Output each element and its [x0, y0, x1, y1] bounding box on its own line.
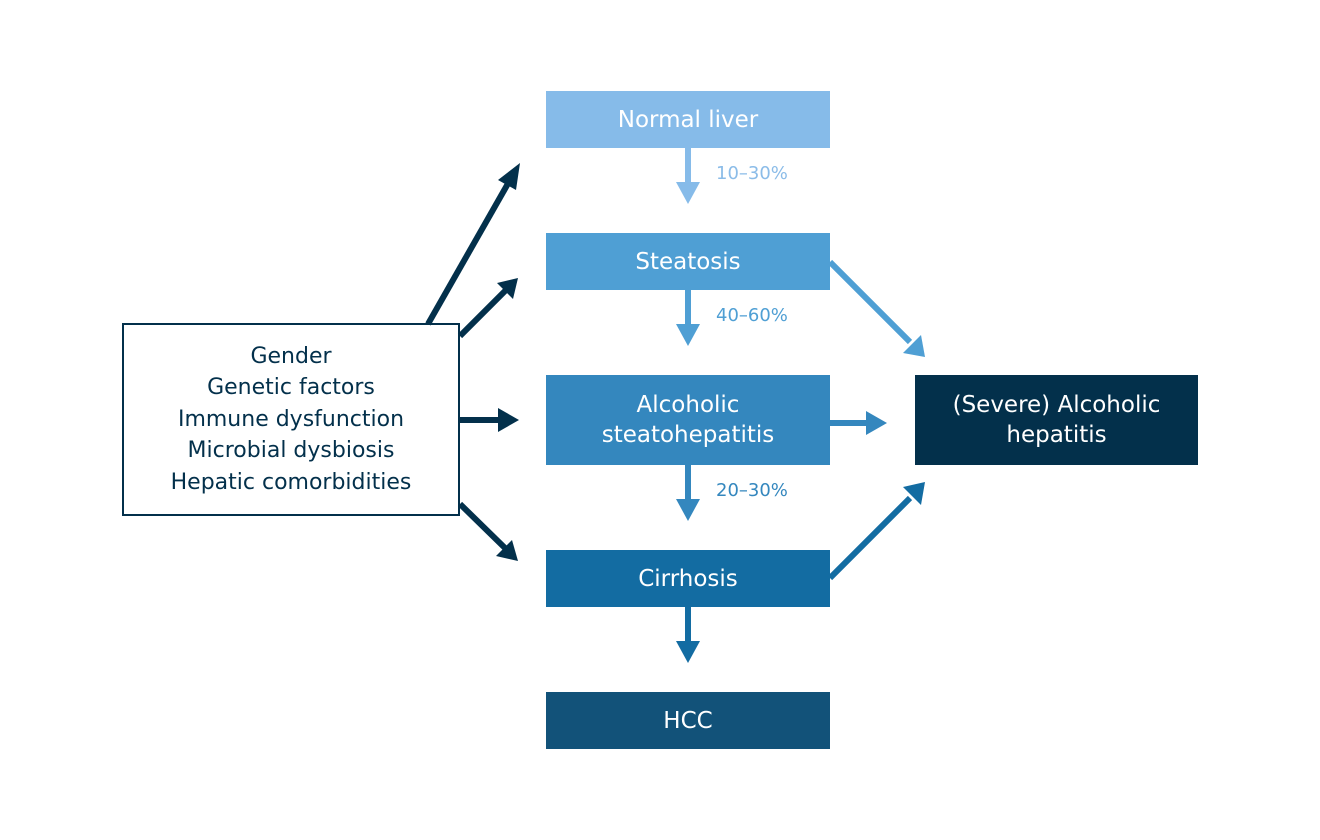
- arrow-factors-to-steatosis: [457, 278, 518, 339]
- stage-hcc: HCC: [546, 692, 830, 749]
- factor-item: Gender: [250, 343, 332, 369]
- severe-label-line1: (Severe) Alcoholic: [952, 392, 1161, 418]
- stage-normal-liver-label: Normal liver: [617, 106, 759, 133]
- stage-cirrhosis: Cirrhosis: [546, 550, 830, 607]
- transition-pct-ash-cirrhosis: 20–30%: [716, 480, 788, 501]
- severe-label-line2: hepatitis: [1006, 422, 1107, 448]
- factor-item: Immune dysfunction: [177, 406, 405, 432]
- arrow-normal-to-steatosis: [676, 148, 700, 204]
- arrow-ash-to-cirrhosis: [676, 465, 700, 521]
- arrow-steatosis-to-severe: [827, 259, 925, 357]
- arrow-factors-to-cirrhosis: [457, 501, 518, 561]
- severe-alcoholic-hepatitis: (Severe) Alcoholic hepatitis: [915, 375, 1198, 465]
- stage-alcoholic-steatohepatitis: Alcoholic steatohepatitis: [546, 375, 830, 465]
- stage-ash-label-line1: Alcoholic: [636, 392, 740, 418]
- arrow-cirrhosis-to-severe: [827, 482, 925, 581]
- factor-item: Genetic factors: [207, 375, 375, 401]
- stage-ash-label-line2: steatohepatitis: [601, 422, 775, 448]
- stage-steatosis-label: Steatosis: [635, 248, 741, 275]
- arrow-steatosis-to-ash: [676, 290, 700, 346]
- transition-pct-steatosis-ash: 40–60%: [716, 305, 788, 326]
- arrow-ash-to-severe: [830, 411, 887, 435]
- arrow-cirrhosis-to-hcc: [676, 607, 700, 663]
- stage-normal-liver: Normal liver: [546, 91, 830, 148]
- arrow-factors-to-normal: [425, 163, 520, 326]
- arrow-factors-to-ash: [460, 408, 519, 432]
- risk-factors-box: Gender Genetic factors Immune dysfunctio…: [122, 323, 460, 516]
- factor-item: Hepatic comorbidities: [170, 469, 412, 495]
- stage-cirrhosis-label: Cirrhosis: [638, 565, 738, 592]
- stage-hcc-label: HCC: [663, 707, 713, 734]
- stage-steatosis: Steatosis: [546, 233, 830, 290]
- transition-pct-normal-steatosis: 10–30%: [716, 163, 788, 184]
- factor-item: Microbial dysbiosis: [187, 438, 395, 464]
